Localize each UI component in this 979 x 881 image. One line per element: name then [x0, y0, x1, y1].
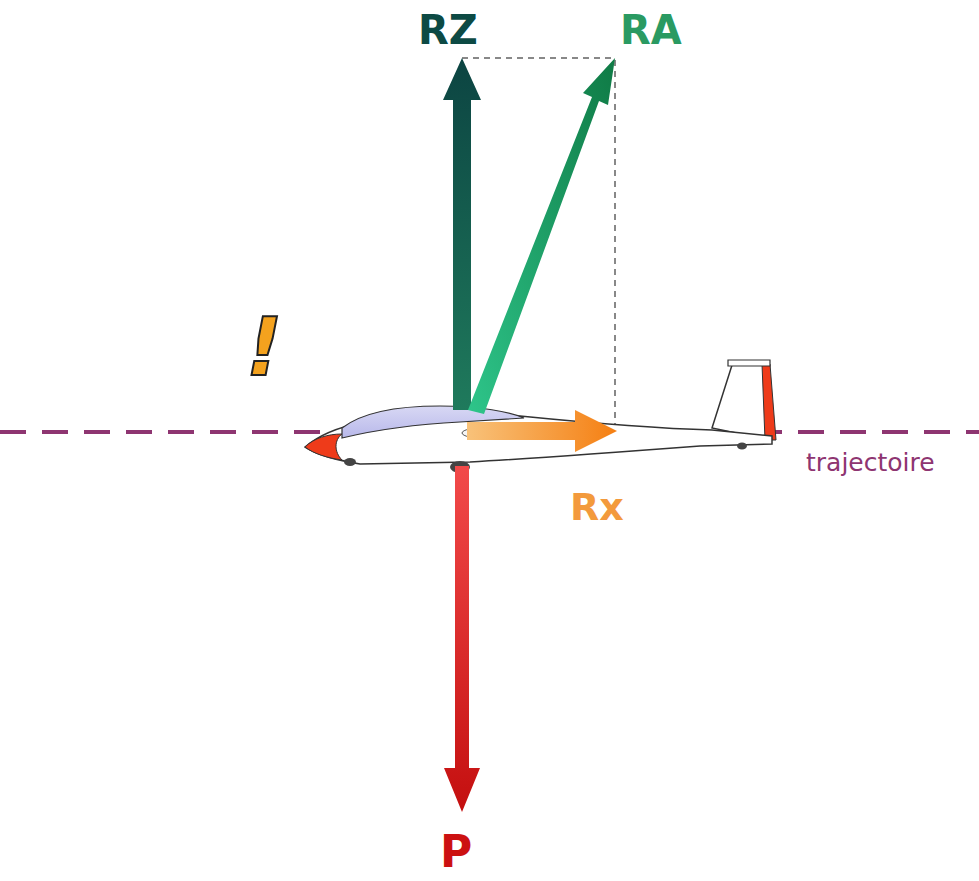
lift-label: RZ — [418, 10, 478, 50]
drag-label: Rx — [570, 488, 624, 526]
warning-mark: ! — [246, 308, 282, 388]
resultant-label: RA — [620, 10, 682, 50]
weight-vector — [444, 466, 480, 812]
glider — [305, 360, 776, 473]
drag-vector — [467, 410, 617, 452]
resultant-vector — [468, 58, 615, 414]
force-vectors — [443, 58, 617, 812]
construction-lines — [462, 58, 615, 428]
trajectory-label: trajectoire — [806, 450, 935, 475]
lift-vector — [443, 58, 481, 410]
weight-label: P — [440, 830, 472, 874]
